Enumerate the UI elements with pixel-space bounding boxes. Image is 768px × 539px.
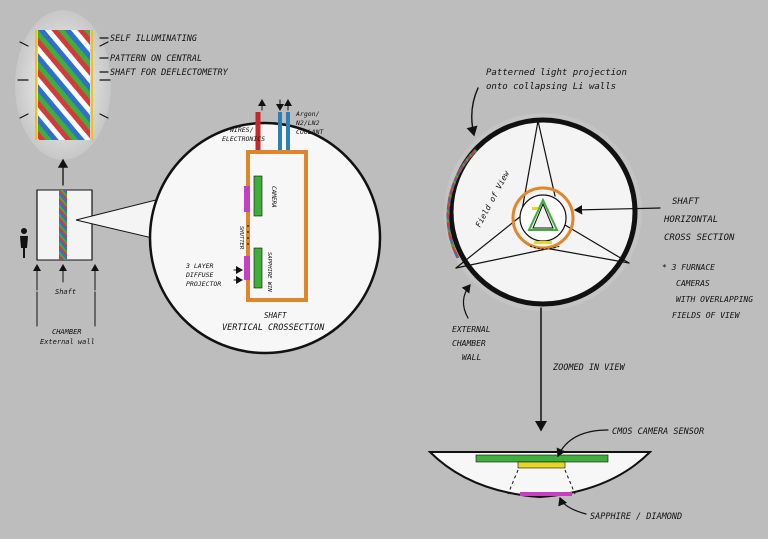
shaft-label: Shaft [55,288,76,296]
vertical-crosssection-bubble [148,99,382,355]
furnace-cameras-label-line3: WITH OVERLAPPING [676,295,753,304]
camera-label: CAMERA [270,186,277,208]
patterned-light-label-line1: Patterned light projection [486,68,627,78]
self-illuminating-label-line1: SELF ILLUMINATING [110,34,197,44]
wires-label-line2: ELECTRONICS [222,135,265,143]
shaft-horizontal-label-line2: HORIZONTAL [663,215,718,225]
horizontal-crosssection-circle [444,87,642,311]
person-icon [20,228,28,258]
argon-label-line2: N2/LN2 [295,119,320,127]
wires-label-line1: WIRES/ [230,126,254,134]
external-wall-label-line3: WALL [462,353,481,362]
external-wall-label-line2: CHAMBER [452,339,486,348]
shaft-vertical-label-line2: VERTICAL CROSSECTION [222,323,325,333]
zoomed-lens [427,451,653,499]
zoomed-in-label: ZOOMED IN VIEW [552,363,626,373]
shaft-horizontal-label-line3: CROSS SECTION [664,233,735,243]
illuminated-shaft-graphic [15,10,111,160]
self-illuminating-label-line3: SHAFT FOR DEFLECTOMETRY [110,68,229,78]
shutter-label: SHUTTER [238,226,244,250]
chamber-small-diagram [33,158,99,327]
self-illuminating-label-group: SELF ILLUMINATING PATTERN ON CENTRAL SHA… [99,34,229,78]
chamber-label-line2: External wall [40,338,95,346]
projector-label-line2: DIFFUSE [185,271,213,279]
sapphire-window-label: SAPPHIRE WIN [266,252,272,292]
chamber-label-line1: CHAMBER [52,328,82,336]
shaft-horizontal-label-line1: SHAFT [672,197,700,207]
patterned-light-label-line2: onto collapsing Li walls [486,82,616,92]
projector-label-line1: 3 LAYER [185,262,213,270]
furnace-cameras-label-line2: CAMERAS [676,279,710,288]
argon-label-line1: Argon/ [295,110,320,118]
shaft-vertical-label-line1: SHAFT [264,311,287,320]
furnace-cameras-label-line4: FIELDS OF VIEW [672,311,741,320]
furnace-cameras-label-line1: * 3 FURNACE [662,263,715,272]
sapphire-diamond-label: SAPPHIRE / DIAMOND [590,512,682,522]
external-wall-label-line1: EXTERNAL [452,325,491,334]
cmos-sensor-label: CMOS CAMERA SENSOR [612,427,704,437]
argon-label-line3: COOLANT [296,128,324,136]
self-illuminating-label-line2: PATTERN ON CENTRAL [110,54,202,64]
projector-label-line3: PROJECTOR [186,280,221,288]
